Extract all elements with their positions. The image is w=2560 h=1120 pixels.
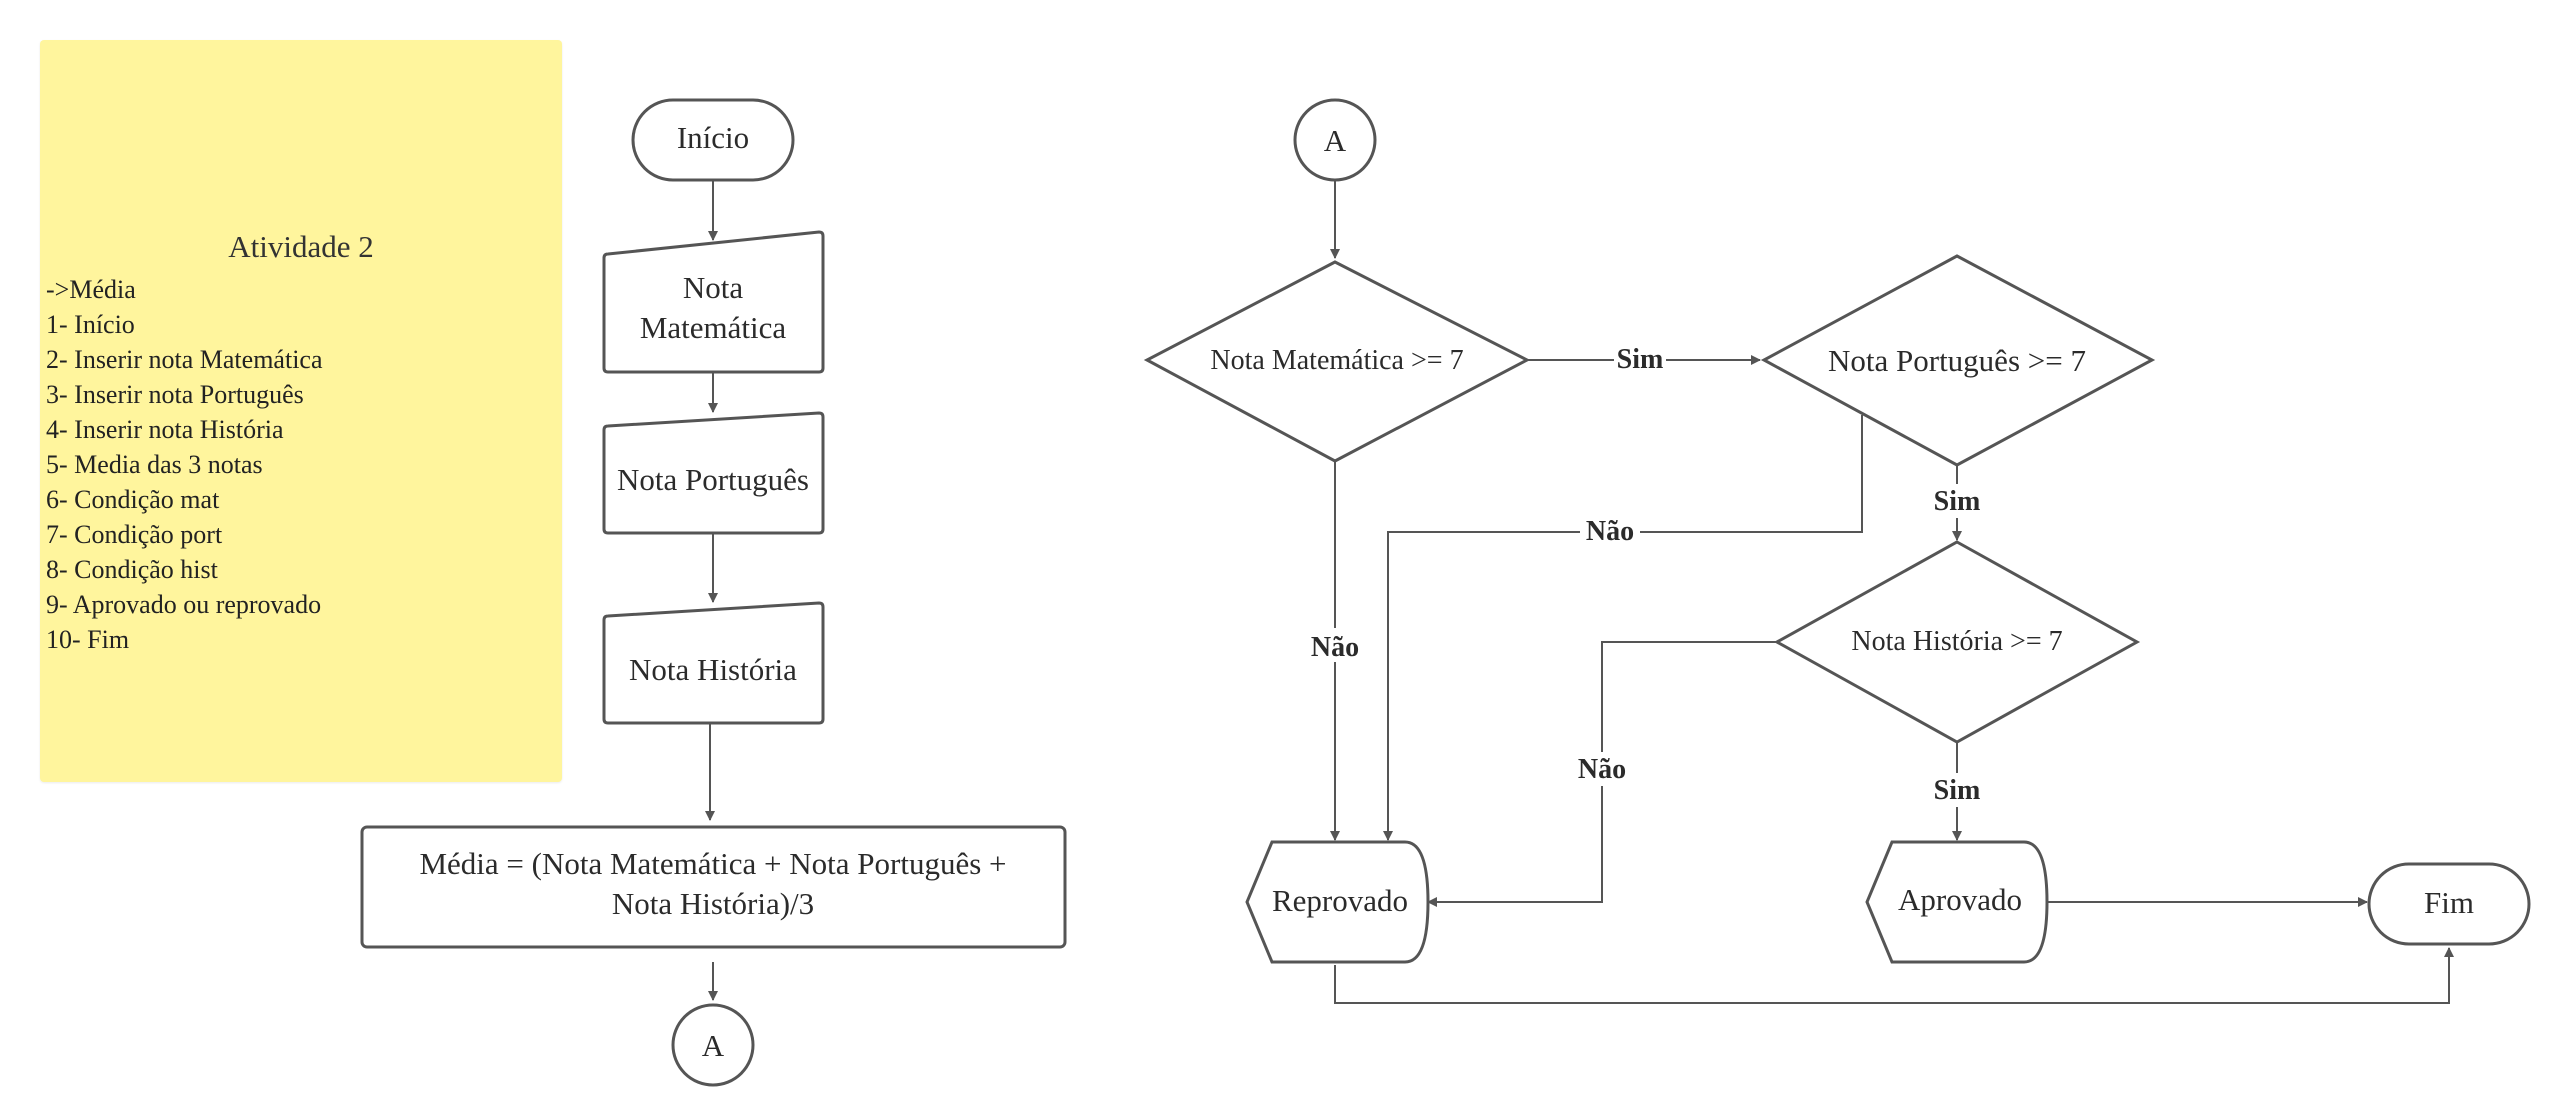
decision-mat-label: Nota Matemática >= 7 — [1210, 345, 1463, 376]
edge-label-nao-hist: Não — [1572, 752, 1632, 786]
end-terminal[interactable]: Fim — [2367, 862, 2531, 946]
offpage-connector-a-in[interactable]: A — [1293, 98, 1377, 182]
decision-port-label: Nota Português >= 7 — [1828, 343, 2086, 378]
svg-text:Sim: Sim — [1934, 486, 1981, 517]
offpage-connector-a-out[interactable]: A — [671, 1003, 755, 1087]
input-mat-line2: Matemática — [640, 310, 787, 345]
note-line: 8- Condição hist — [46, 555, 218, 584]
connector-in-label: A — [1324, 123, 1347, 158]
edge-label-nao-mat: Não — [1305, 628, 1365, 663]
note-line: 6- Condição mat — [46, 485, 220, 514]
decision-nota-matematica[interactable]: Nota Matemática >= 7 — [1143, 260, 1531, 463]
decision-hist-label: Nota História >= 7 — [1851, 626, 2062, 657]
svg-text:Não: Não — [1586, 516, 1634, 547]
decision-nota-historia[interactable]: Nota História >= 7 — [1773, 540, 2141, 744]
note-line: 5- Media das 3 notas — [46, 450, 263, 479]
note-line: 2- Inserir nota Matemática — [46, 345, 323, 374]
note-line: 7- Condição port — [46, 520, 223, 549]
edge-label-nao-port: Não — [1580, 514, 1640, 548]
note-line: 10- Fim — [46, 625, 130, 654]
display-aprovado[interactable]: Aprovado — [1865, 840, 2049, 964]
display-reprovado[interactable]: Reprovado — [1245, 840, 1430, 964]
process-line2: Nota História)/3 — [612, 886, 814, 921]
edge-label-sim-mat: Sim — [1614, 342, 1666, 375]
start-terminal[interactable]: Início — [631, 98, 795, 182]
note-line: 1- Início — [46, 310, 135, 339]
input-port-label: Nota Português — [617, 462, 809, 497]
input-nota-matematica[interactable]: Nota Matemática — [602, 230, 825, 374]
input-nota-historia[interactable]: Nota História — [602, 601, 825, 725]
note-line: 3- Inserir nota Português — [46, 380, 304, 409]
input-mat-line1: Nota — [683, 270, 744, 305]
svg-text:Não: Não — [1311, 632, 1359, 663]
note-line: 9- Aprovado ou reprovado — [46, 590, 322, 619]
aprovado-label: Aprovado — [1898, 882, 2022, 917]
edge-label-sim-port: Sim — [1931, 484, 1983, 518]
connector-out-label: A — [702, 1028, 725, 1063]
connector-reprovado-to-fim[interactable] — [1334, 947, 2454, 1004]
note-line: ->Média — [46, 275, 136, 304]
end-label: Fim — [2424, 885, 2474, 920]
process-line1: Média = (Nota Matemática + Nota Portuguê… — [419, 846, 1006, 881]
start-label: Início — [677, 120, 749, 155]
decision-nota-portugues[interactable]: Nota Português >= 7 — [1760, 254, 2156, 467]
activity-sticky-note: Atividade 2 ->Média 1- Início 2- Inserir… — [40, 40, 562, 782]
svg-text:Sim: Sim — [1934, 775, 1981, 806]
svg-text:Não: Não — [1578, 754, 1626, 785]
edge-label-sim-hist: Sim — [1931, 773, 1983, 807]
input-nota-portugues[interactable]: Nota Português — [602, 411, 825, 535]
svg-text:Sim: Sim — [1617, 344, 1664, 375]
note-title: Atividade 2 — [228, 229, 374, 264]
process-media[interactable]: Média = (Nota Matemática + Nota Portuguê… — [360, 825, 1067, 949]
note-line: 4- Inserir nota História — [46, 415, 284, 444]
note-steps-list: ->Média 1- Início 2- Inserir nota Matemá… — [46, 272, 323, 657]
input-hist-label: Nota História — [629, 652, 797, 687]
reprovado-label: Reprovado — [1272, 883, 1408, 918]
